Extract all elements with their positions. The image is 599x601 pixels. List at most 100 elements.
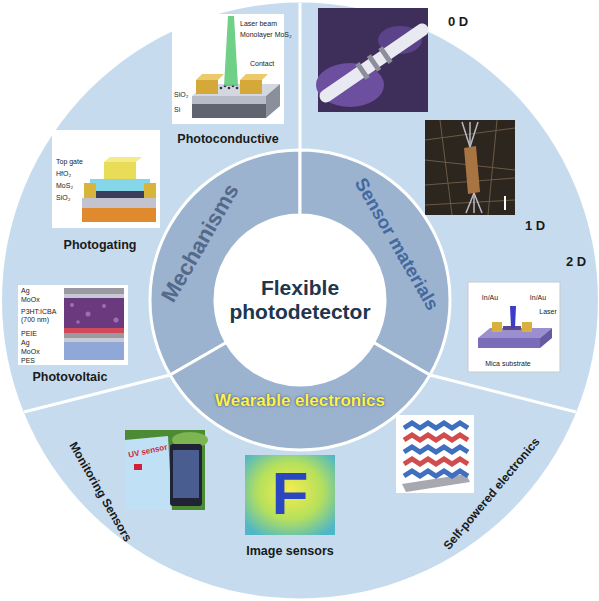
layer-label: MoOx <box>21 296 40 304</box>
texture-dot <box>70 303 74 307</box>
heat-map <box>245 455 335 535</box>
sensor-rings <box>357 48 390 79</box>
label-holder: MoOx <box>21 296 40 304</box>
divider-line <box>299 3 302 152</box>
layer-label: Ag <box>21 339 30 347</box>
drain-pad <box>144 183 156 198</box>
laser-beam <box>510 306 516 328</box>
ring-band <box>380 48 390 63</box>
layer-band <box>404 447 468 452</box>
layer-label: MoS₂ <box>56 182 73 190</box>
label-holder: Mica substrate <box>485 360 531 368</box>
panel-ground <box>468 282 560 372</box>
atom-dot <box>220 87 223 90</box>
label-holder: Image sensors <box>246 545 334 559</box>
mica-front <box>478 338 540 348</box>
atom-dot <box>228 87 231 90</box>
wire <box>466 193 474 213</box>
corrugated-layers <box>404 423 468 476</box>
metal-substrate <box>82 208 156 222</box>
top-gate <box>104 162 136 179</box>
layer-band <box>404 435 468 440</box>
layer-label: Monolayer MoS₂ <box>240 31 292 39</box>
texture-dot <box>114 318 119 323</box>
laser-beam <box>224 16 238 86</box>
divider-line <box>430 375 576 412</box>
photo-ground <box>425 120 515 215</box>
si-layer <box>192 104 266 118</box>
panel-ground <box>172 14 284 124</box>
panel-ground <box>52 130 160 228</box>
dimension-tag: 0 D <box>448 15 468 29</box>
phone-body <box>170 444 202 506</box>
label-holder: In/Au <box>530 294 546 302</box>
sector-dividers <box>24 3 576 412</box>
layer-label: SiO₂ <box>174 91 188 99</box>
dimension-tag: 1 D <box>525 219 545 233</box>
label-holder: Laser beam <box>240 20 277 28</box>
glove <box>125 436 172 510</box>
label-holder: F <box>272 464 309 524</box>
layer-label: In/Au <box>530 294 546 302</box>
label-holder: Contact <box>250 60 274 68</box>
sio2-layer <box>82 198 156 208</box>
panel-ground <box>18 285 128 365</box>
label-holder: 1 D <box>525 219 545 233</box>
label-holder: MoOx <box>21 348 40 356</box>
layer-label: Si <box>174 106 180 114</box>
label-holder: Monolayer MoS₂ <box>240 31 292 39</box>
one-d-photo <box>425 120 515 215</box>
dimension-tag: 2 D <box>566 255 586 269</box>
label-holder: Photogating <box>64 239 137 253</box>
contact-top <box>196 74 224 80</box>
texture-dot <box>102 304 106 308</box>
wire-bundles <box>462 122 482 213</box>
active-texture <box>70 303 119 324</box>
ring-sector <box>150 150 300 375</box>
layer-band <box>404 423 468 428</box>
uv-sensor-chip <box>134 464 142 470</box>
label-holder: Ag <box>21 287 30 295</box>
scale-bar <box>504 196 506 210</box>
label-holder: P3HT:ICBA (700 nm) <box>21 308 61 323</box>
label-holder: SiO₂ <box>56 194 70 202</box>
texture-dot <box>76 320 80 324</box>
segment-title: Wearable electronics <box>215 391 385 411</box>
peie-layer <box>64 328 124 333</box>
monitoring-photo <box>125 430 208 510</box>
panel-caption: Photovoltaic <box>32 371 107 385</box>
source-pad <box>84 183 96 198</box>
mica-side <box>540 328 552 348</box>
label-holder: Laser <box>539 308 557 316</box>
sio2-layer <box>192 96 266 104</box>
layer-label: Laser <box>539 308 557 316</box>
layer-label: Top gate <box>56 158 83 166</box>
ring-band <box>369 56 379 71</box>
wire <box>474 193 482 213</box>
pes-substrate <box>64 342 124 360</box>
layer-label: SiO₂ <box>56 194 70 202</box>
photogating-device <box>52 130 160 228</box>
label-holder: Ag <box>21 339 30 347</box>
image-sensor-map <box>245 455 335 535</box>
label-holder: 0 D <box>448 15 468 29</box>
wire <box>470 122 478 147</box>
gate-top <box>104 157 142 162</box>
layer-label: PES <box>21 357 35 365</box>
contact-pad <box>196 80 218 94</box>
substrate-side <box>266 84 280 118</box>
label-holder: Top gate <box>56 158 83 166</box>
layer-label: Ag <box>21 287 30 295</box>
wire <box>462 122 470 147</box>
label-holder: Si <box>174 106 180 114</box>
two-d-device <box>468 282 560 372</box>
layer-band <box>404 459 468 464</box>
zero-d-photo <box>316 8 428 112</box>
mos2-layer <box>90 191 150 198</box>
label-holder: Photovoltaic <box>32 371 107 385</box>
strand <box>488 120 497 215</box>
ag-layer <box>64 333 124 338</box>
contact-top <box>240 74 268 80</box>
photovoltaic-stack <box>18 285 128 365</box>
label-holder: HfO₂ <box>56 170 71 178</box>
